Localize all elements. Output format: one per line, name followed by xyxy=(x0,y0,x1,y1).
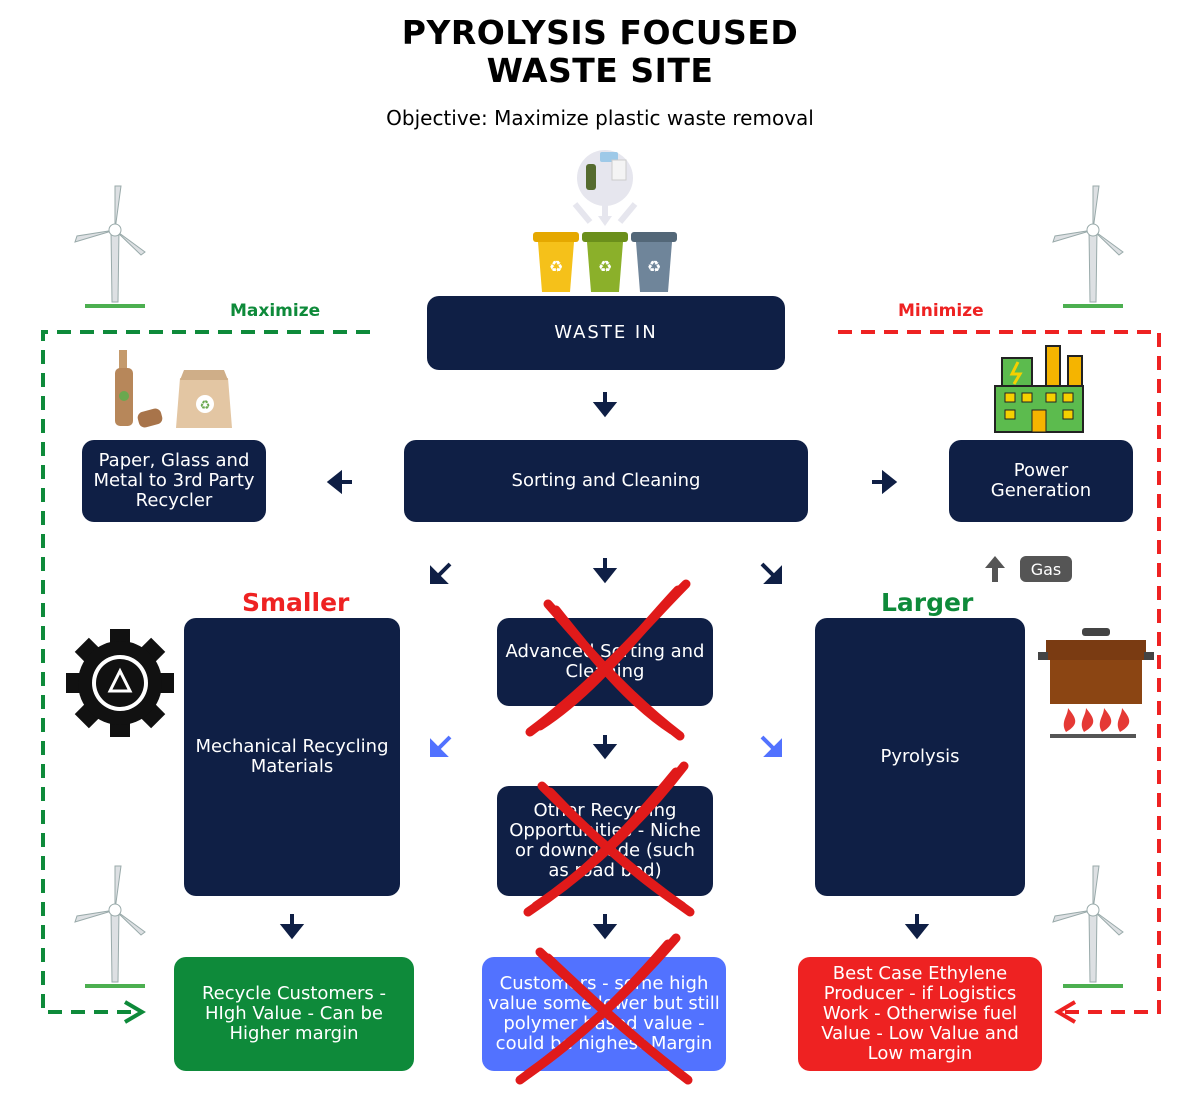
arrow-right-power xyxy=(872,469,898,495)
wind-turbine-icon xyxy=(74,865,146,988)
svg-text:♻: ♻ xyxy=(598,257,612,276)
arrow-down-mechanical xyxy=(279,914,305,940)
bin-yellow: ♻ xyxy=(533,232,579,292)
waste-in-box: WASTE IN xyxy=(427,296,785,370)
arrow-down-pyrolysis xyxy=(904,914,930,940)
arrow-blue-right xyxy=(760,735,782,757)
arrow-left-paper xyxy=(326,469,352,495)
svg-text:♻: ♻ xyxy=(200,398,211,412)
sorting-cleaning-box: Sorting and Cleaning xyxy=(404,440,808,522)
bin-gray: ♻ xyxy=(631,232,677,292)
arrow-down-advanced xyxy=(592,735,618,760)
recyclable-bottle-bag-icon: ♻ xyxy=(115,350,232,428)
waste-bins-icon: ♻ ♻ ♻ xyxy=(533,150,677,292)
advanced-sorting-box: Advanced Sorting and Cleaning xyxy=(497,618,713,706)
cooking-pot-fire-icon xyxy=(1038,628,1154,738)
wind-turbine-icon xyxy=(1052,865,1124,988)
gas-tag: Gas xyxy=(1020,556,1072,582)
objective-text: Objective: Maximize plastic waste remova… xyxy=(386,106,814,130)
paper-glass-metal-box: Paper, Glass and Metal to 3rd Party Recy… xyxy=(82,440,266,522)
minimize-dashed-path xyxy=(838,330,1161,1024)
secondary-arrows xyxy=(430,735,782,757)
arrow-blue-left xyxy=(430,735,452,757)
title-line-1: PYROLYSIS FOCUSED xyxy=(401,13,799,52)
other-recycling-box: Other Recycling Opportunities - Niche or… xyxy=(497,786,713,896)
recycle-customers-box: Recycle Customers - HIgh Value - Can be … xyxy=(174,957,414,1071)
arrow-down-right xyxy=(760,562,782,584)
page-title: PYROLYSIS FOCUSED WASTE SITE xyxy=(0,14,1200,90)
larger-label: Larger xyxy=(881,588,974,617)
gear-recycle-icon xyxy=(66,629,174,737)
customers-mid-box: Customers - some high value some lower b… xyxy=(482,957,726,1071)
mechanical-recycling-box: Mechanical Recycling Materials xyxy=(184,618,400,896)
arrow-down-waste xyxy=(592,392,618,418)
minimize-label: Minimize xyxy=(898,301,984,321)
wind-turbine-icon xyxy=(74,185,146,308)
smaller-label: Smaller xyxy=(242,588,350,617)
svg-text:♻: ♻ xyxy=(549,257,563,276)
arrow-down-left xyxy=(430,562,452,584)
title-line-2: WASTE SITE xyxy=(486,51,714,90)
gas-up-arrow xyxy=(985,556,1005,582)
svg-text:♻: ♻ xyxy=(647,257,661,276)
factory-icon xyxy=(994,345,1084,433)
flow-arrows xyxy=(279,392,930,940)
arrow-down-center xyxy=(592,558,618,584)
maximize-label: Maximize xyxy=(230,301,321,321)
maximize-dashed-path xyxy=(41,330,370,1024)
power-generation-box: Power Generation xyxy=(949,440,1133,522)
arrow-down-other xyxy=(592,914,618,940)
bin-green: ♻ xyxy=(582,232,628,292)
pyrolysis-box: Pyrolysis xyxy=(815,618,1025,896)
ethylene-producer-box: Best Case Ethylene Producer - if Logisti… xyxy=(798,957,1042,1071)
wind-turbine-icon xyxy=(1052,185,1124,308)
